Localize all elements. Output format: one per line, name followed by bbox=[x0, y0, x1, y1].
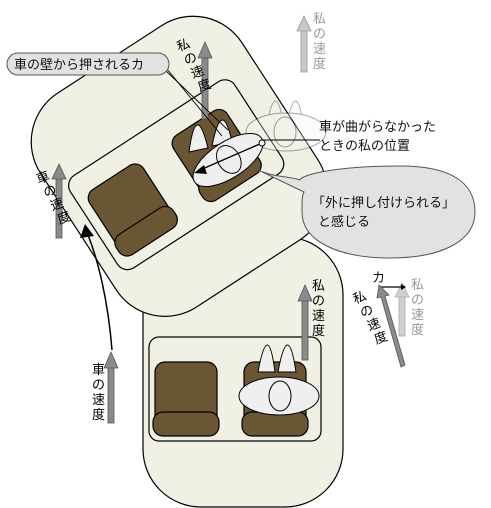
svg-text:私: 私 bbox=[313, 12, 326, 27]
svg-text:車: 車 bbox=[92, 363, 105, 378]
svg-text:の: の bbox=[182, 50, 199, 69]
arrows bbox=[51, 15, 410, 424]
label-car-speed-bottom: 車 の 速 度 bbox=[92, 363, 105, 423]
svg-text:速: 速 bbox=[411, 308, 424, 323]
svg-text:私: 私 bbox=[411, 278, 424, 293]
my-speed-arrow-faded bbox=[296, 15, 312, 73]
svg-text:私: 私 bbox=[175, 37, 192, 56]
svg-text:速: 速 bbox=[312, 309, 325, 324]
svg-text:速: 速 bbox=[365, 316, 382, 335]
svg-text:度: 度 bbox=[312, 323, 325, 339]
label-my-speed-force: 私 の 速 度 bbox=[351, 289, 390, 348]
label-my-speed-faded: 私 の 速 度 bbox=[313, 12, 326, 72]
svg-text:速: 速 bbox=[48, 196, 65, 215]
resultant-arrow bbox=[376, 284, 406, 368]
svg-text:速: 速 bbox=[189, 64, 206, 83]
my-speed-arrow-lower bbox=[297, 284, 313, 361]
upper-car bbox=[30, 15, 328, 317]
svg-text:度: 度 bbox=[313, 56, 326, 72]
svg-text:速: 速 bbox=[92, 393, 105, 408]
trajectory-arrowhead bbox=[80, 224, 94, 238]
svg-text:私: 私 bbox=[312, 279, 325, 294]
label-my-speed-lower-car: 私 の 速 度 bbox=[312, 279, 325, 339]
pushed-out-line1: 「外に押し付けられる」 bbox=[312, 196, 455, 211]
ghost-passenger bbox=[245, 100, 327, 152]
my-speed-arrow-upper bbox=[197, 41, 213, 120]
svg-text:車: 車 bbox=[34, 169, 51, 188]
callouts: 車の壁から押されるカ 「外に押し付けられる」 と感じる 車が曲がらなかった とき… bbox=[6, 52, 476, 286]
label-car-speed-left: 車 の 速 度 bbox=[34, 169, 73, 228]
svg-text:私: 私 bbox=[351, 289, 368, 308]
upper-car-left-seat bbox=[87, 163, 178, 257]
svg-text:の: の bbox=[313, 27, 326, 42]
car-speed-arrow-bottom bbox=[103, 351, 119, 424]
svg-text:度: 度 bbox=[411, 322, 424, 338]
svg-text:の: の bbox=[312, 294, 325, 309]
car-trajectory bbox=[87, 234, 113, 351]
lower-car-left-seat bbox=[152, 361, 220, 437]
force-diagram bbox=[376, 282, 410, 368]
svg-text:速: 速 bbox=[313, 42, 326, 57]
svg-text:の: の bbox=[358, 303, 375, 322]
no-turn-line2: ときの私の位置 bbox=[319, 139, 410, 154]
svg-text:の: の bbox=[92, 378, 105, 393]
pushed-out-line2: と感じる bbox=[318, 214, 370, 230]
svg-text:度: 度 bbox=[55, 208, 73, 227]
pushed-out-bubble bbox=[249, 165, 476, 259]
label-my-speed-upper-car: 私 の 速 度 bbox=[175, 37, 214, 96]
svg-text:度: 度 bbox=[92, 407, 105, 423]
force-label: カ bbox=[372, 271, 385, 286]
vertical-labels: 私 の 速 度 私 の 速 度 車 の 速 度 私 の 速 度 私 の 速 度 bbox=[34, 12, 424, 423]
no-turn-line1: 車が曲がらなかった bbox=[319, 120, 436, 135]
svg-text:の: の bbox=[41, 182, 58, 201]
label-my-speed-faded-force: 私 の 速 度 bbox=[411, 278, 424, 338]
svg-text:度: 度 bbox=[372, 328, 390, 347]
car-speed-arrow-left bbox=[51, 163, 67, 239]
wall-force-callout bbox=[6, 52, 170, 76]
svg-text:の: の bbox=[411, 293, 424, 308]
upper-car-passenger bbox=[188, 119, 264, 188]
lower-car-passenger bbox=[238, 344, 320, 416]
svg-text:度: 度 bbox=[196, 76, 214, 95]
wall-force-label: 車の壁から押されるカ bbox=[14, 58, 144, 73]
